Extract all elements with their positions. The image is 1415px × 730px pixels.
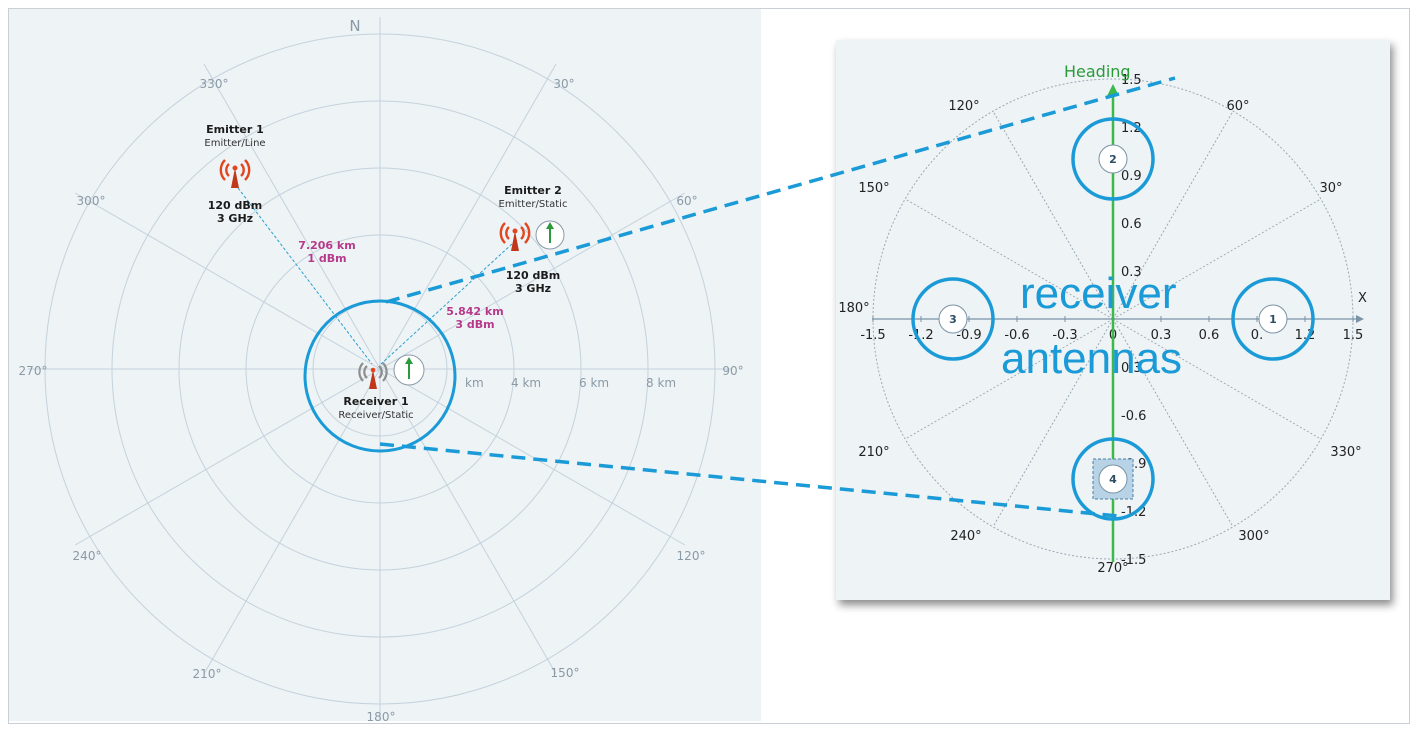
radial-spoke: [74, 368, 381, 546]
angle-label: 330°: [1330, 445, 1361, 460]
antenna-tower-icon: [219, 159, 251, 188]
antenna-node: [938, 304, 968, 334]
emitter2-frequency: 3 GHz: [515, 282, 551, 295]
antenna-marker-1[interactable]: 1: [1231, 277, 1315, 361]
caption-antennas: antennas: [1001, 334, 1182, 383]
receiver-title: Receiver 1: [343, 395, 408, 408]
emitter1-power: 120 dBm: [208, 199, 263, 212]
angle-label: 240°: [950, 529, 981, 544]
x-tick-label: 0.3: [1151, 328, 1172, 343]
angle-label: 210°: [193, 667, 222, 681]
radial-spoke: [203, 63, 381, 370]
antenna-node: [1258, 304, 1288, 334]
antenna-id: 2: [1109, 153, 1117, 166]
radial-spoke: [379, 368, 557, 675]
x-tick-label: 0.6: [1199, 328, 1220, 343]
antenna-id: 1: [1269, 313, 1277, 326]
radial-spoke: [1112, 318, 1234, 528]
emitter2-title: Emitter 2: [504, 184, 562, 197]
heading-label: Heading: [1064, 62, 1131, 81]
antenna-id: 3: [949, 313, 957, 326]
antenna-polar-plot: 30° 60° 120° 150° 180° 210° 240° 270° 300° 330° -…: [838, 62, 1367, 576]
x-tick-label: 1.5: [1343, 328, 1364, 343]
emitter2-node[interactable]: Emitter 2 Emitter/Static 120 dBm 3 GHz: [499, 184, 568, 295]
x-axis-label: X: [1358, 291, 1367, 306]
angle-label: 270°: [19, 364, 48, 378]
y-tick-label: 0.6: [1121, 217, 1142, 232]
angle-label: 150°: [858, 181, 889, 196]
antenna-tower-icon: [499, 222, 531, 251]
radial-spoke: [203, 368, 381, 675]
heading-compass-icon: [535, 220, 565, 250]
angle-label: 150°: [551, 666, 580, 680]
range-labels: km 4 km 6 km 8 km: [465, 376, 676, 390]
receiver-node[interactable]: Receiver 1 Receiver/Static: [338, 354, 425, 421]
antenna-highlight-ring: [1231, 277, 1315, 361]
angle-label: 30°: [553, 77, 574, 91]
angle-label: 90°: [722, 364, 743, 378]
receiver-antenna-icon: [358, 362, 388, 389]
x-tick-label: 0.: [1251, 328, 1263, 343]
angle-label: 300°: [1238, 529, 1269, 544]
emitter2-power: 120 dBm: [506, 269, 561, 282]
caption-receiver: receiver: [1020, 269, 1177, 318]
range-label: 8 km: [646, 376, 676, 390]
x-tick-label: -1.5: [860, 328, 885, 343]
y-tick-label: 0.3: [1121, 361, 1142, 376]
angle-label: 270°: [1097, 561, 1128, 576]
radial-spoke: [379, 368, 686, 546]
range-label: 4 km: [511, 376, 541, 390]
emitter1-link-distance: 7.206 km: [298, 239, 355, 252]
antenna-id: 4: [1109, 473, 1117, 486]
angle-label: 330°: [200, 77, 229, 91]
x-tick-label: -0.9: [956, 328, 981, 343]
angle-label: 30°: [1319, 181, 1342, 196]
range-label: 6 km: [579, 376, 609, 390]
heading-axis-arrow: [1107, 84, 1119, 96]
emitter1-subtitle: Emitter/Line: [204, 138, 265, 149]
emitter2-link-distance: 5.842 km: [446, 305, 503, 318]
y-tick-label: -1.5: [1121, 553, 1146, 568]
polar-map: 30° 60° 90° 120° 150° 180° 210° 240° 270° 300° 330…: [19, 17, 744, 721]
emitter1-link-power: 1 dBm: [307, 252, 346, 265]
angle-label: 240°: [73, 549, 102, 563]
x-axis-arrow: [1356, 315, 1364, 323]
angle-label: 120°: [948, 99, 979, 114]
antenna-layout-card: 30° 60° 120° 150° 180° 210° 240° 270° 300° 330° -…: [836, 40, 1390, 600]
angle-label: 60°: [676, 194, 697, 208]
emitter1-title: Emitter 1: [206, 123, 264, 136]
x-tick-label: -0.6: [1004, 328, 1029, 343]
angle-label: 120°: [677, 549, 706, 563]
emitter1-link-line: [234, 183, 373, 365]
range-label: km: [465, 376, 484, 390]
angle-label: 180°: [367, 710, 396, 721]
emitter2-link-power: 3 dBm: [455, 318, 494, 331]
angle-label: 300°: [77, 194, 106, 208]
angle-label: 180°: [838, 301, 869, 316]
polar-map-panel: 30° 60° 90° 120° 150° 180° 210° 240° 270° 300° 330…: [9, 9, 761, 721]
heading-compass-icon: [393, 354, 425, 386]
angle-label: 60°: [1226, 99, 1249, 114]
emitter2-subtitle: Emitter/Static: [499, 199, 568, 210]
emitter1-node[interactable]: Emitter 1 Emitter/Line 120 dBm 3 GHz: [204, 123, 265, 225]
angle-label: 210°: [858, 445, 889, 460]
y-tick-label: 0.9: [1121, 169, 1142, 184]
radial-spoke: [74, 192, 381, 370]
y-tick-label: -0.6: [1121, 409, 1146, 424]
emitter1-frequency: 3 GHz: [217, 212, 253, 225]
x-tick-label: -0.3: [1052, 328, 1077, 343]
receiver-subtitle: Receiver/Static: [338, 410, 413, 421]
north-label: N: [349, 17, 360, 35]
